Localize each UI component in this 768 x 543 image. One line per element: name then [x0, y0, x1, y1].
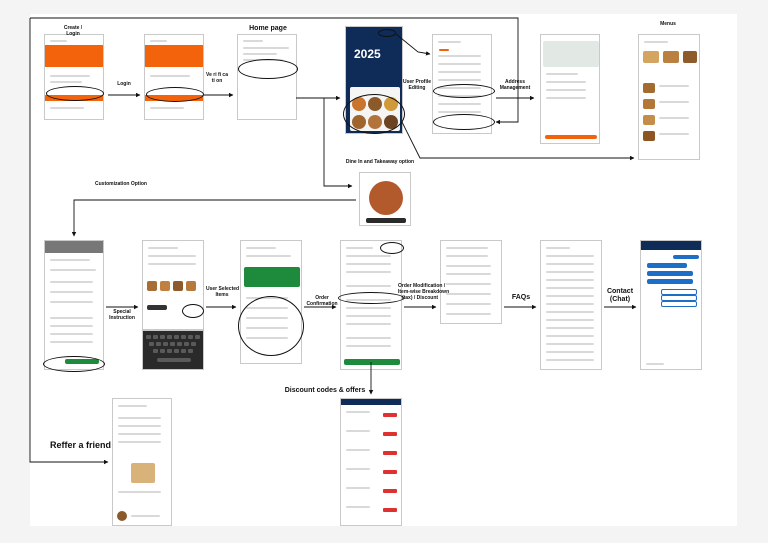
label-user-profile-editing: User Profile Editing	[402, 79, 432, 91]
label-order-confirmation: Order Confirmation	[306, 295, 338, 307]
screen-order-summary	[340, 240, 402, 370]
label-address-management: Address Management	[499, 79, 531, 91]
highlight-categories	[343, 94, 405, 134]
highlight-profile-icon	[378, 29, 396, 37]
label-special-instruction: Special Instruction	[109, 309, 135, 321]
label-order-modification: Order Modification / Item-wise Breakdown…	[398, 283, 450, 301]
screen-discount-codes	[340, 398, 402, 526]
label-refer-a-friend: Reffer a friend	[50, 440, 112, 450]
highlight-verification	[146, 87, 204, 102]
screen-create-login	[44, 34, 104, 120]
label-login: Login	[117, 81, 131, 87]
label-customization-option: Customization Option	[95, 181, 147, 187]
highlight-instruction-field	[182, 304, 204, 318]
highlight-order-header	[380, 242, 404, 254]
highlight-login-fields	[46, 86, 104, 101]
screen-contact-chat	[640, 240, 702, 370]
screen-address-management	[540, 34, 600, 144]
screen-login	[144, 34, 204, 120]
screen-keyboard	[142, 330, 204, 370]
screen-customization	[44, 240, 104, 370]
label-discount-codes-offers: Discount codes & offers	[284, 387, 366, 394]
screen-dine-in-takeaway	[359, 172, 411, 226]
highlight-add-button	[43, 356, 105, 372]
label-contact-chat: Contact (Chat)	[606, 288, 634, 304]
label-verification: Ve ri fi ca ti on	[206, 72, 228, 84]
label-dine-in-takeaway: Dine In and Takeaway option	[345, 159, 415, 165]
label-faqs: FAQs	[511, 294, 531, 301]
screen-order-modification	[440, 240, 502, 324]
label-home-page: Home page	[249, 25, 287, 32]
highlight-profile-form	[433, 84, 495, 98]
screen-refer-a-friend	[112, 398, 172, 526]
highlight-home-input	[238, 59, 298, 79]
highlight-order-items	[338, 292, 404, 304]
highlight-address	[433, 114, 495, 130]
label-menus: Menus	[660, 21, 676, 27]
label-user-selected-items: User Selected Items	[206, 286, 240, 298]
screen-faqs	[540, 240, 602, 370]
screen-menus	[638, 34, 700, 160]
label-create-login: Create / Login	[63, 25, 83, 37]
highlight-selected-items	[238, 296, 304, 356]
banner-text: 2025	[354, 47, 381, 61]
